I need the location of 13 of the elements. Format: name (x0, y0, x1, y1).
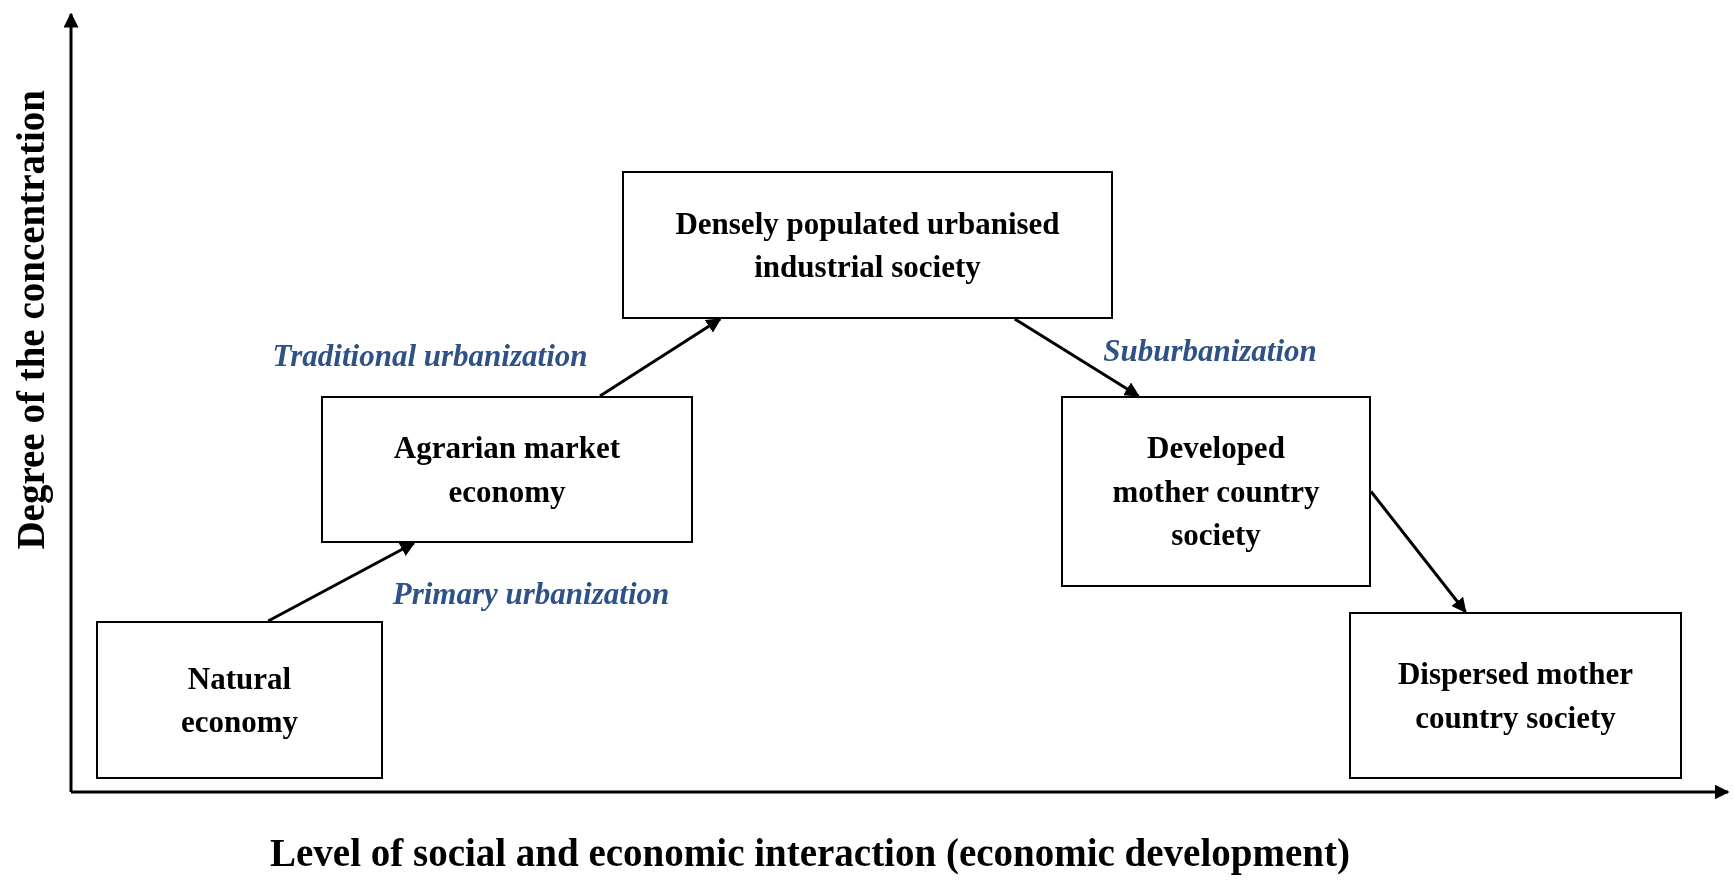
stage-box: Developed mother country society (1061, 396, 1371, 587)
stage-box: Dispersed mother country society (1349, 612, 1682, 779)
x-axis-label: Level of social and economic interaction (economic development) (270, 830, 1350, 875)
arrow (599, 317, 722, 398)
edge-label: Primary urbanization (392, 576, 670, 612)
stage-box: Natural economy (96, 621, 383, 779)
stage-box: Agrarian market economy (321, 396, 693, 543)
edge-label: Suburbanization (1103, 333, 1317, 369)
stage-box: Densely populated urbanised industrial society (622, 171, 1113, 319)
arrow (267, 541, 416, 623)
arrow (1014, 317, 1140, 398)
y-axis-label: Degree of the concentration (8, 90, 53, 550)
edge-label: Traditional urbanization (272, 338, 588, 374)
